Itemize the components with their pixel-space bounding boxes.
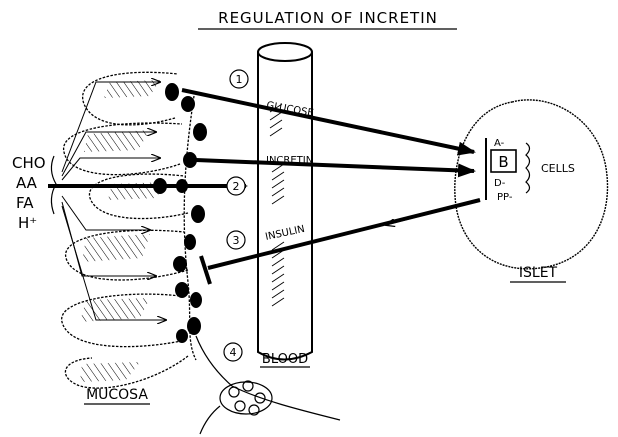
incretin-label: INCRETIN xyxy=(266,155,313,166)
nutrient-h: H⁺ xyxy=(18,214,37,232)
blood-label: BLOOD xyxy=(262,352,308,367)
cell-pp-label: PP- xyxy=(497,192,513,203)
step-number: 4 xyxy=(230,346,237,359)
step-number: 1 xyxy=(236,73,243,86)
step-number: 3 xyxy=(233,234,240,247)
cells-label: CELLS xyxy=(541,162,575,175)
step-marker-2: 2 xyxy=(227,177,245,195)
insulin-feedback-line xyxy=(208,200,480,268)
mucosa-label: MUCOSA xyxy=(86,387,148,403)
insulin-block-bar xyxy=(201,256,210,284)
islet-shape xyxy=(455,100,608,269)
incretin-arrow xyxy=(196,160,474,171)
step-marker-4: 4 xyxy=(224,343,242,361)
nutrient-fa: FA xyxy=(16,194,34,212)
cell-a-label: A- xyxy=(494,138,505,149)
step-marker-1: 1 xyxy=(230,70,248,88)
nutrient-arrows xyxy=(62,82,166,320)
cell-d-label: D- xyxy=(494,178,506,189)
nutrient-aa: AA xyxy=(16,174,38,192)
step-marker-3: 3 xyxy=(227,231,245,249)
nutrient-cho: CHO xyxy=(12,154,46,172)
glucose-arrow xyxy=(182,90,474,152)
cell-b-label: B xyxy=(498,153,508,171)
blood-vessel xyxy=(258,43,312,360)
islet-label: ISLET xyxy=(519,265,558,281)
step-number: 2 xyxy=(233,180,240,193)
diagram-title: REGULATION OF INCRETIN xyxy=(218,9,438,27)
